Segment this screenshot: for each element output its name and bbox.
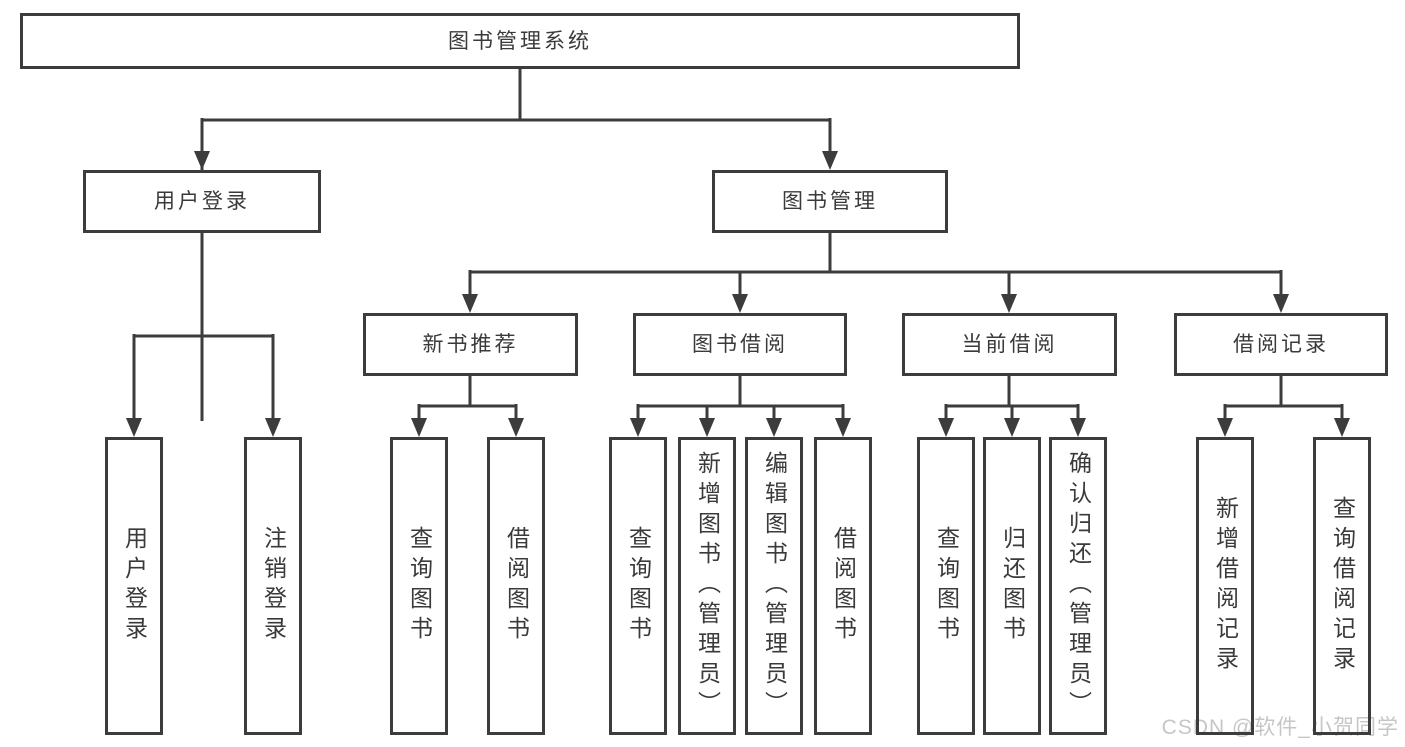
connector-newbooks-to-leaves [417, 376, 518, 421]
node-root-system: 图书管理系统 [20, 13, 1020, 69]
node-label: 新增图书（管理员） [694, 451, 721, 721]
node-label: 借阅图书 [830, 526, 857, 646]
node-label: 借阅图书 [503, 526, 530, 646]
leaf-query-books-1: 查询图书 [390, 437, 448, 735]
node-label: 新增借阅记录 [1212, 496, 1239, 676]
node-user-login: 用户登录 [83, 170, 321, 233]
node-current-borrowing: 当前借阅 [902, 313, 1117, 376]
node-label: 用户登录 [121, 526, 148, 646]
connector-userlogin-to-leaves [132, 233, 275, 421]
node-label: 注销登录 [260, 526, 287, 646]
connector-bookmgmt-to-level3 [468, 233, 1283, 296]
node-label: 查询图书 [625, 526, 652, 646]
connector-current-to-leaves [944, 376, 1080, 421]
leaf-query-books-2: 查询图书 [609, 437, 667, 735]
leaf-borrow-books-2: 借阅图书 [814, 437, 872, 735]
node-book-management: 图书管理 [712, 170, 948, 233]
node-new-book-recommend: 新书推荐 [363, 313, 578, 376]
node-book-borrowing: 图书借阅 [633, 313, 847, 376]
connector-records-to-leaves [1223, 376, 1344, 421]
arrowheads [126, 151, 1350, 437]
leaf-confirm-return-admin: 确认归还（管理员） [1049, 437, 1107, 735]
leaf-user-login: 用户登录 [105, 437, 163, 735]
leaf-query-books-3: 查询图书 [917, 437, 975, 735]
leaf-return-books: 归还图书 [983, 437, 1041, 735]
leaf-add-books-admin: 新增图书（管理员） [678, 437, 736, 735]
node-label: 确认归还（管理员） [1065, 451, 1092, 721]
connector-root-to-level2 [200, 69, 832, 421]
leaf-logout: 注销登录 [244, 437, 302, 735]
leaf-edit-books-admin: 编辑图书（管理员） [745, 437, 803, 735]
connector-borrowing-to-leaves [636, 376, 845, 421]
node-label: 查询图书 [406, 526, 433, 646]
node-label: 图书管理 [782, 190, 878, 213]
leaf-query-borrow-record: 查询借阅记录 [1313, 437, 1371, 735]
node-label: 图书借阅 [692, 333, 788, 356]
node-label: 查询图书 [933, 526, 960, 646]
node-label: 借阅记录 [1233, 333, 1329, 356]
node-label: 归还图书 [999, 526, 1026, 646]
node-label: 用户登录 [154, 190, 250, 213]
watermark: CSDN @软件_小贺同学 [1161, 716, 1399, 739]
leaf-add-borrow-record: 新增借阅记录 [1196, 437, 1254, 735]
node-label: 查询借阅记录 [1329, 496, 1356, 676]
leaf-borrow-books-1: 借阅图书 [487, 437, 545, 735]
node-label: 图书管理系统 [448, 29, 592, 53]
node-label: 新书推荐 [422, 333, 519, 356]
node-label: 编辑图书（管理员） [761, 451, 788, 721]
node-borrow-records: 借阅记录 [1174, 313, 1388, 376]
node-label: 当前借阅 [961, 333, 1058, 356]
